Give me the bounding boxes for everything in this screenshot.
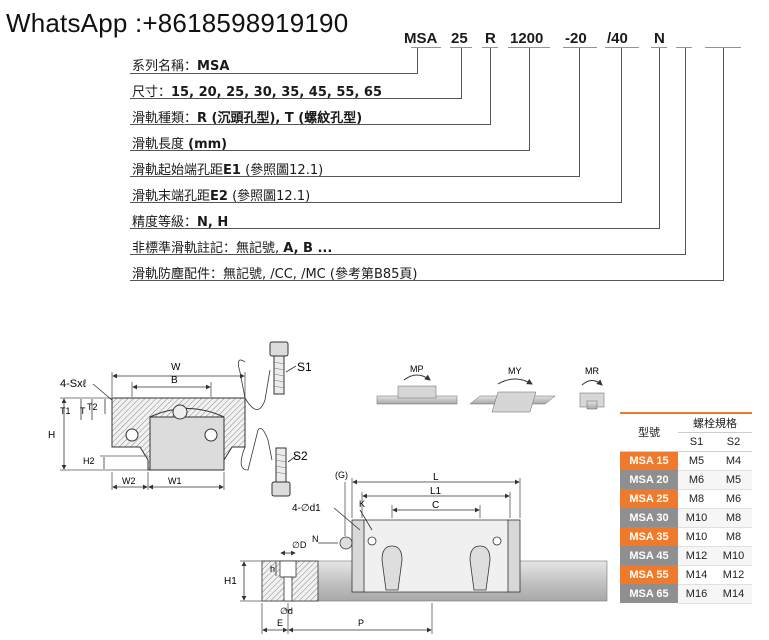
leader-line <box>529 48 530 150</box>
label-k: K <box>359 499 365 509</box>
label-h2: H2 <box>83 456 95 466</box>
table-header-bolt: 螺栓規格 <box>678 412 752 433</box>
row-line <box>130 98 462 99</box>
row-line <box>130 150 530 151</box>
label-mr: MR <box>585 366 599 376</box>
code-e1: -20 <box>565 30 587 47</box>
code-e2: /40 <box>607 30 628 47</box>
leader-line <box>659 48 660 228</box>
table-row: MSA 65 M16 M14 <box>620 584 752 604</box>
row-line <box>130 228 660 229</box>
moment-mp-icon <box>376 374 458 405</box>
code-underline <box>563 47 597 48</box>
leader-line <box>685 48 686 254</box>
code-size: 25 <box>451 30 468 47</box>
bolt-s1 <box>269 341 297 395</box>
row-accuracy: 精度等級：N, H <box>132 215 229 230</box>
label-mp: MP <box>410 364 424 374</box>
moment-mr-icon <box>579 379 605 410</box>
code-grade: N <box>654 30 665 47</box>
row-line <box>130 280 724 281</box>
leader-line <box>461 48 462 98</box>
table-row: MSA 15 M5 M4 <box>620 451 752 471</box>
table-header-model: 型號 <box>620 412 678 452</box>
code-underline <box>411 47 441 48</box>
table-row: MSA 20 M6 M5 <box>620 470 752 490</box>
code-underline <box>676 47 692 48</box>
leader-line <box>723 48 724 280</box>
row-size: 尺寸：15, 20, 25, 30, 35, 45, 55, 65 <box>132 85 382 100</box>
label-d: ∅d <box>280 606 293 616</box>
code-underline <box>605 47 639 48</box>
label-s2: S2 <box>293 449 308 463</box>
whatsapp-watermark: WhatsApp :+8618598919190 <box>6 8 349 38</box>
label-w1: W1 <box>168 476 182 486</box>
row-rail-length: 滑軌長度 (mm) <box>132 137 228 152</box>
label-l1: L1 <box>430 486 442 497</box>
label-h: H <box>48 430 55 441</box>
label-c: C <box>432 500 439 511</box>
label-hh: h <box>270 564 275 574</box>
code-underline <box>508 47 550 48</box>
rail-side-view <box>240 478 608 634</box>
leader-line <box>417 48 418 73</box>
row-line <box>130 176 580 177</box>
row-rail-type: 滑軌種類：R (沉頭孔型), T (螺紋孔型) <box>132 111 363 126</box>
label-s1: S1 <box>297 360 312 374</box>
code-series: MSA <box>404 30 438 47</box>
label-n: N <box>312 534 319 544</box>
leader-line <box>490 48 491 124</box>
table-header-s2: S2 <box>715 432 752 452</box>
row-e2: 滑軌末端孔距E2 (參照圖12.1) <box>132 189 311 204</box>
label-sx: 4-Sxℓ <box>60 378 87 390</box>
moment-my-icon <box>469 378 556 413</box>
table-row: MSA 55 M14 M12 <box>620 565 752 585</box>
row-line <box>130 254 686 255</box>
label-l: L <box>433 472 439 483</box>
label-dd: ∅D <box>292 540 307 550</box>
row-nonstandard: 非標準滑軌註記：無記號, A, B ... <box>132 241 333 256</box>
label-my: MY <box>508 366 522 376</box>
front-view <box>60 359 273 490</box>
label-w2: W2 <box>122 476 136 486</box>
bolt-spec-table: 型號 螺栓規格 S1 S2 MSA 15 M5 M4 MSA 20 M6 M5 … <box>620 412 752 604</box>
label-p: P <box>358 618 364 628</box>
label-h1: H1 <box>224 576 237 587</box>
label-b: B <box>171 375 178 386</box>
code-length: 1200 <box>510 30 544 47</box>
table-row: MSA 45 M12 M10 <box>620 546 752 566</box>
code-underline <box>651 47 667 48</box>
row-series: 系列名稱：MSA <box>132 59 230 74</box>
row-dust-accessory: 滑軌防塵配件：無記號, /CC, /MC (參考第B85頁) <box>132 267 418 282</box>
table-row: MSA 30 M10 M8 <box>620 508 752 528</box>
label-d1: 4-∅d1 <box>292 503 321 514</box>
leader-line <box>621 48 622 202</box>
label-t: T <box>80 406 86 416</box>
code-underline <box>482 47 498 48</box>
code-underline <box>450 47 472 48</box>
table-header-s1: S1 <box>678 432 715 452</box>
row-line <box>130 202 622 203</box>
table-row: MSA 35 M10 M8 <box>620 527 752 547</box>
label-t1: T1 <box>60 406 71 416</box>
label-w: W <box>171 362 181 373</box>
bolt-s2 <box>271 447 297 497</box>
label-e: E <box>277 618 283 628</box>
code-underline <box>705 47 741 48</box>
label-t2: T2 <box>87 402 98 412</box>
row-line <box>130 73 418 74</box>
table-row: MSA 25 M8 M6 <box>620 489 752 509</box>
code-type: R <box>485 30 496 47</box>
label-g: (G) <box>335 470 348 480</box>
leader-line <box>579 48 580 176</box>
row-e1: 滑軌起始端孔距E1 (參照圖12.1) <box>132 163 324 178</box>
row-line <box>130 124 491 125</box>
